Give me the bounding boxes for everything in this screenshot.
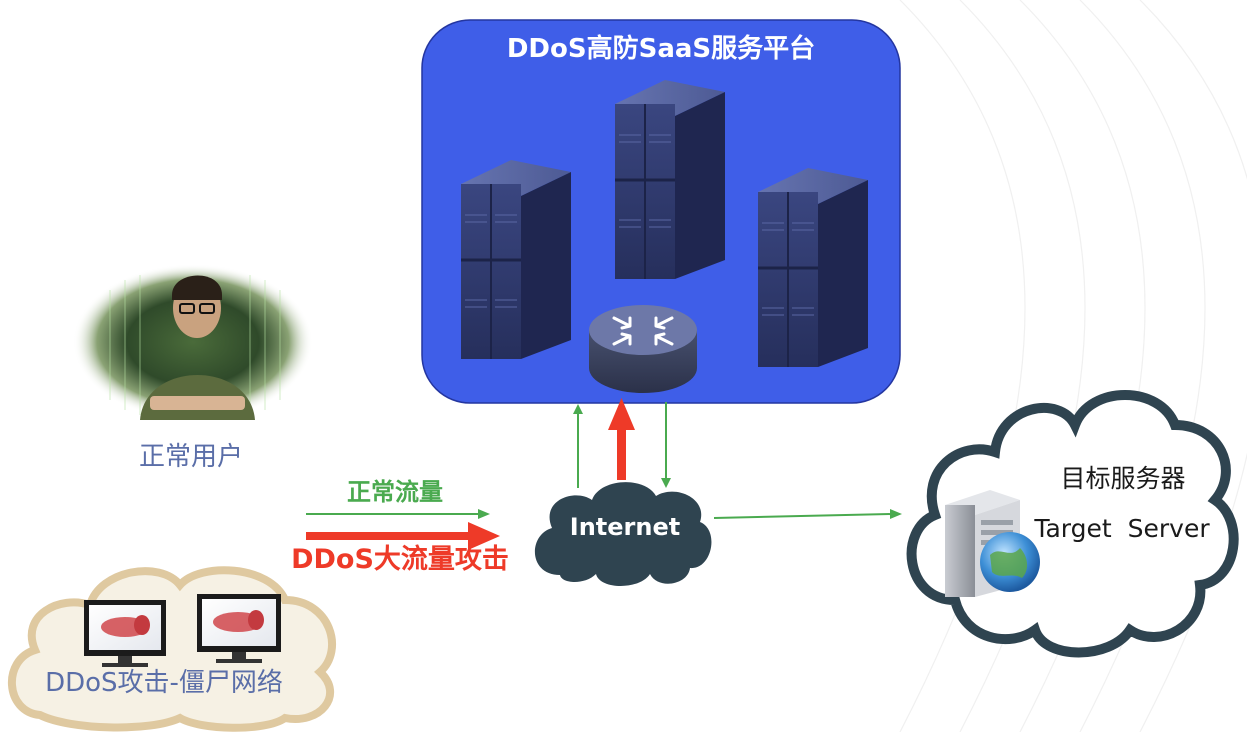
botnet-label: DDoS攻击-僵尸网络 [45,668,283,698]
hacker-photo [73,264,313,420]
target-server-cn-label: 目标服务器 [1060,464,1186,493]
botnet-cloud [8,566,337,732]
server-rack-icon [461,80,868,367]
target-server-en-label: Target Server [1034,514,1210,543]
platform-flow-arrows [573,398,671,488]
platform-title: DDoS高防SaaS服务平台 [506,34,816,64]
internet-label: Internet [569,513,681,541]
normal-user-label: 正常用户 [138,442,243,472]
ddos-attack-label: DDoS大流量攻击 [291,544,509,575]
normal-traffic-label: 正常流量 [347,478,443,506]
infected-monitor-icon [84,594,281,667]
internet-to-target-arrow [713,509,902,519]
internet-cloud [534,482,712,586]
router-icon [589,305,697,393]
web-server-icon [945,490,1040,597]
traffic-arrows [306,509,500,550]
